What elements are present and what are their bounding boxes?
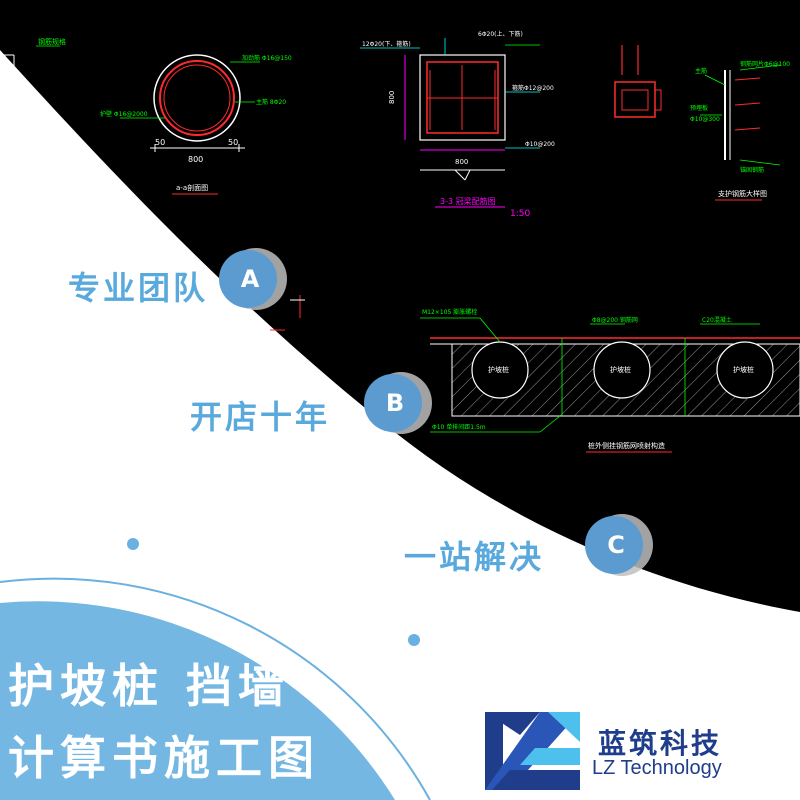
beam-note-3: 箍筋Φ12@200 bbox=[512, 84, 554, 92]
ring-dim-mid: 800 bbox=[188, 155, 203, 164]
strip-note-4: Φ10 单排间距1.5m bbox=[432, 423, 486, 431]
detail-note-5: 锚固钢筋 bbox=[740, 166, 764, 174]
beam-dim-height: 800 bbox=[388, 91, 396, 104]
feature-label-team: 专业团队 bbox=[68, 269, 209, 307]
ring-dim-right: 50 bbox=[228, 138, 238, 147]
detail-note-3: 预埋板 bbox=[690, 104, 708, 112]
support-detail-drawing: 主筋 钢筋网片Φ6@100 预埋板 Φ10@300 锚固钢筋 支护钢筋大样图 bbox=[690, 60, 790, 201]
strip-pile-label-2: 护坡桩 bbox=[610, 365, 631, 374]
feature-label-ten-years: 开店十年 bbox=[190, 398, 331, 436]
strip-pile-label-1: 护坡桩 bbox=[488, 365, 509, 374]
ring-section-drawing: 50 800 50 加劲筋 Φ16@150 主筋 8Φ20 护壁 Φ16@200… bbox=[100, 54, 292, 195]
pile-strip-drawing: M12×105 膨胀螺栓 Φ8@200 钢筋网 C20混凝土 Φ10 单排间距1… bbox=[270, 295, 800, 453]
title-line-1: 护坡桩 挡墙 bbox=[8, 659, 291, 713]
detail-note-1: 主筋 bbox=[695, 67, 707, 75]
detail-note-4: Φ10@300 bbox=[690, 116, 720, 123]
strip-title: 桩外侧挂钢筋网喷射构造 bbox=[588, 441, 665, 450]
feature-label-one-stop: 一站解决 bbox=[404, 538, 545, 576]
ring-note-3: 护壁 Φ16@2000 bbox=[100, 110, 148, 118]
detail-title: 支护钢筋大样图 bbox=[718, 189, 767, 198]
beam-note-1: 12Φ20(下、箍筋) bbox=[362, 40, 411, 48]
outline-dot-top bbox=[127, 538, 139, 550]
badge-c: C bbox=[585, 516, 643, 574]
badge-c-letter: C bbox=[607, 531, 625, 559]
brand-name-en: LZ Technology bbox=[592, 757, 722, 779]
beam-section-drawing: 800 800 12Φ20(下、箍筋) 6Φ20(上、下筋) 箍筋Φ12@200… bbox=[360, 30, 555, 219]
beam-note-4: Φ10@200 bbox=[525, 141, 555, 148]
ring-note-1: 加劲筋 Φ16@150 bbox=[242, 54, 292, 62]
strip-note-2: Φ8@200 钢筋网 bbox=[592, 316, 638, 324]
title-line-2: 计算书施工图 bbox=[8, 731, 320, 785]
brand-name-cn: 蓝筑科技 bbox=[598, 727, 723, 760]
beam-scale: 1:50 bbox=[510, 209, 530, 219]
title-blue-disc bbox=[0, 601, 395, 800]
badge-a-letter: A bbox=[240, 265, 260, 293]
beam-title: 3-3 冠梁配筋图 bbox=[440, 196, 496, 206]
strip-note-3: C20混凝土 bbox=[702, 316, 732, 324]
brand-logo-icon bbox=[485, 712, 580, 790]
badge-a: A bbox=[219, 250, 277, 308]
badge-b-letter: B bbox=[385, 389, 405, 417]
badge-b: B bbox=[364, 374, 422, 432]
outline-dot-right bbox=[408, 634, 420, 646]
title-outline-arc bbox=[0, 577, 431, 800]
beam-note-2: 6Φ20(上、下筋) bbox=[478, 30, 523, 38]
svg-text:钢筋规格: 钢筋规格 bbox=[38, 37, 66, 46]
ring-dim-left: 50 bbox=[155, 138, 165, 147]
small-red-detail bbox=[614, 45, 662, 118]
beam-dim-width: 800 bbox=[455, 158, 468, 166]
ring-title: a-a剖面图 bbox=[176, 183, 208, 192]
strip-pile-label-3: 护坡桩 bbox=[733, 365, 754, 374]
detail-note-2: 钢筋网片Φ6@100 bbox=[740, 60, 790, 68]
strip-note-1: M12×105 膨胀螺栓 bbox=[422, 308, 477, 316]
ring-note-2: 主筋 8Φ20 bbox=[256, 98, 286, 106]
dark-curved-panel bbox=[0, 0, 800, 612]
